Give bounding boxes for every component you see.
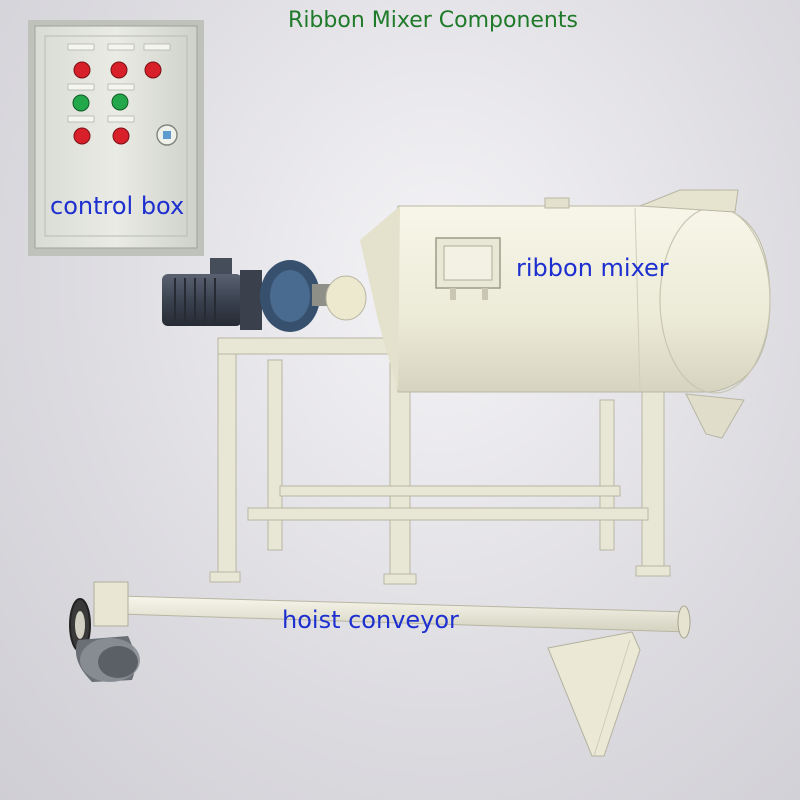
page-title: Ribbon Mixer Components xyxy=(288,8,578,33)
lock-knob-icon xyxy=(156,124,178,146)
motor xyxy=(162,258,367,332)
ribbon-mixer-label: ribbon mixer xyxy=(516,254,669,282)
mixer-drum xyxy=(360,189,771,439)
hoist-conveyor-label: hoist conveyor xyxy=(282,606,459,634)
hoist-conveyor xyxy=(69,581,691,757)
green-button-icon xyxy=(72,93,129,112)
control-box-label: control box xyxy=(50,192,185,220)
red-button-icon xyxy=(73,61,162,145)
control-box xyxy=(28,20,204,256)
